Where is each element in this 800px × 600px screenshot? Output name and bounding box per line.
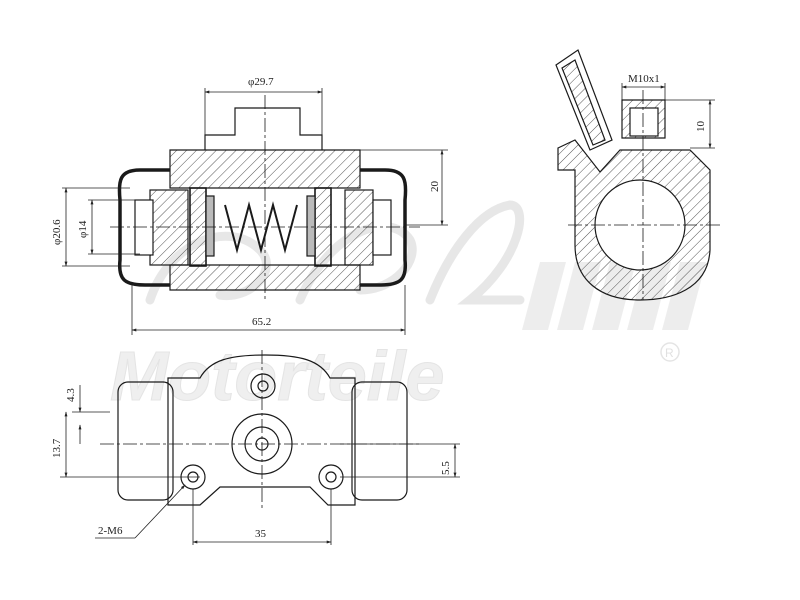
side-dimensions <box>621 83 715 149</box>
lower-wall <box>169 264 361 291</box>
dim-overall-length: 65.2 <box>252 316 271 328</box>
registered-letter: R <box>665 346 674 360</box>
dim-thread-depth: 10 <box>695 121 707 133</box>
left-boot-outline <box>117 381 174 501</box>
right-boot-outline <box>351 381 408 501</box>
dim-outer-diameter: φ20.6 <box>51 219 63 245</box>
side-section-view <box>555 49 722 301</box>
dim-bore-diameter: φ29.7 <box>248 76 274 88</box>
left-piston <box>149 189 189 266</box>
left-dust-boot <box>117 168 170 287</box>
dim-offset-top: 4.3 <box>65 388 77 402</box>
mount-hole-right <box>318 464 344 490</box>
registered-mark <box>660 342 680 362</box>
dim-bolt-spacing: 35 <box>255 528 267 540</box>
right-piston <box>344 189 374 266</box>
dim-mount-holes: 2-M6 <box>98 525 123 537</box>
dim-thread-spec: M10x1 <box>628 73 660 85</box>
dim-inner-diameter: φ14 <box>77 220 89 238</box>
watermark-brand: Motorteile <box>110 337 444 415</box>
section-dimensions <box>62 88 448 335</box>
dim-offset-right: 5.5 <box>440 461 452 475</box>
section-view <box>110 95 420 300</box>
front-body <box>167 354 356 506</box>
bleeder-hole <box>250 373 276 399</box>
spring <box>224 201 298 254</box>
dim-offset-left: 13.7 <box>51 438 63 458</box>
bleeder-boss <box>204 107 323 150</box>
dim-height-right: 20 <box>429 181 441 193</box>
front-dimensions <box>60 385 460 545</box>
right-dust-boot <box>360 168 408 287</box>
